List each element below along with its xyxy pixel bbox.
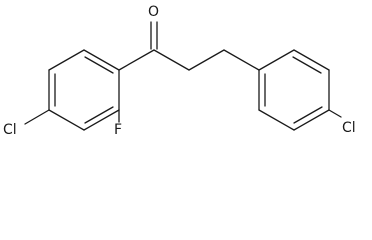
double-bond-inner bbox=[293, 106, 323, 124]
bond bbox=[48, 49, 85, 71]
double-bond-inner bbox=[292, 56, 322, 74]
bond bbox=[48, 109, 85, 131]
atom-label-fluorine: F bbox=[114, 122, 122, 138]
bond bbox=[83, 109, 120, 131]
bond-chain bbox=[188, 49, 225, 71]
bond-c-cl-right bbox=[328, 109, 342, 118]
bond-chain-ring bbox=[223, 49, 260, 71]
right-benzene-ring bbox=[258, 49, 330, 131]
bond bbox=[83, 49, 120, 71]
bond bbox=[258, 109, 295, 131]
chemical-structure-diagram: O F Cl Cl bbox=[3, 4, 356, 138]
bond-chain bbox=[153, 49, 190, 71]
left-benzene-ring bbox=[48, 49, 120, 131]
bond bbox=[293, 109, 330, 131]
bond-ring-carbonyl bbox=[118, 49, 155, 71]
bond bbox=[258, 49, 295, 71]
atom-label-chlorine-right: Cl bbox=[342, 120, 356, 136]
atom-label-chlorine-left: Cl bbox=[3, 122, 17, 138]
bond-c-cl-left bbox=[24, 109, 50, 125]
double-bond-inner bbox=[84, 56, 114, 74]
double-bond-inner bbox=[84, 106, 114, 124]
bond bbox=[293, 49, 330, 71]
atom-label-oxygen: O bbox=[148, 4, 159, 20]
